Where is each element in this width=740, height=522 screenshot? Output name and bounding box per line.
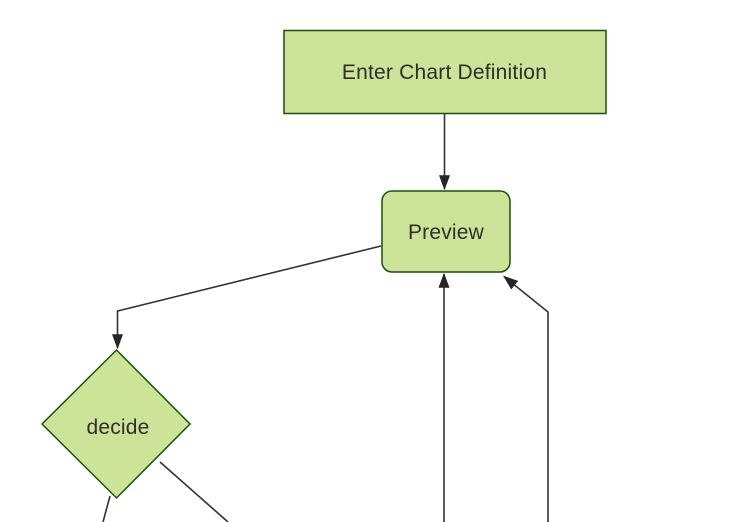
- preview-label: Preview: [408, 221, 485, 244]
- node-decide: decide: [40, 348, 192, 500]
- decide-diamond: [40, 348, 192, 500]
- edge-preview-to-decide: [112, 245, 382, 350]
- preview-box: [381, 190, 511, 273]
- enter-chart-definition-label: Enter Chart Definition: [342, 61, 547, 84]
- node-enter-chart-definition: Enter Chart Definition: [283, 29, 607, 115]
- enter-chart-definition-box: [283, 29, 607, 115]
- edge-layer: [102, 113, 549, 522]
- node-layer: Enter Chart Definition Preview decide: [40, 29, 607, 500]
- node-preview: Preview: [381, 190, 511, 273]
- edge-offscreen-right-to-preview: [503, 275, 549, 522]
- decide-label: decide: [86, 416, 149, 439]
- edge-decide-to-offscreen-right: [159, 461, 229, 522]
- edge-decide-to-offscreen-left: [102, 495, 111, 522]
